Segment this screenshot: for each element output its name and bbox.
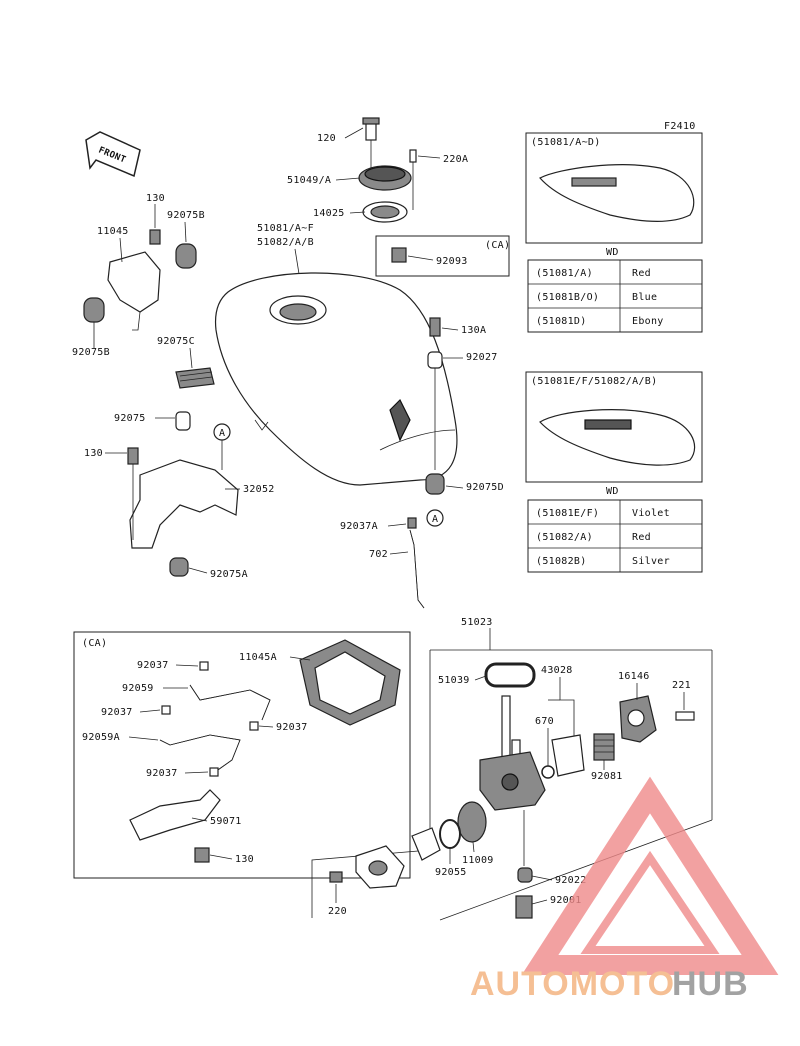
svg-text:Blue: Blue [632,292,657,303]
callout-92022: 92022 [555,875,587,886]
svg-text:WD: WD [606,486,619,497]
callout-92001: 92001 [550,895,582,906]
callout-51081AF: 51081/A~F [257,223,314,234]
callout-32052: 32052 [243,484,275,495]
callout-670: 670 [535,716,554,727]
svg-text:(51081/A~D): (51081/A~D) [531,137,601,148]
ref-a-circle-1: A [213,423,231,441]
svg-text:(51081/A): (51081/A) [536,268,593,279]
callout-51023: 51023 [461,617,493,628]
fuel-cap-assembly [358,117,510,277]
callout-92027: 92027 [466,352,498,363]
callout-11009: 11009 [462,855,494,866]
svg-text:(51082/A): (51082/A) [536,532,593,543]
callout-92055: 92055 [435,867,467,878]
ca-callout-92059A: 92059A [82,732,120,743]
fuel-cock-assembly [311,649,713,921]
svg-text:Violet: Violet [632,508,670,519]
ref-a-circle-2: A [426,509,444,527]
ca-callout-130: 130 [235,854,254,865]
callout-51082AB: 51082/A/B [257,237,314,248]
callout-92081: 92081 [591,771,623,782]
svg-text:(51081D): (51081D) [536,316,587,327]
figure-code: F2410 [664,121,696,132]
callout-92093: 92093 [436,256,468,267]
callout-CA: (CA) [485,240,510,251]
rear-mount [425,317,445,495]
callout-220A: 220A [443,154,468,165]
bracket-11045 [83,229,197,331]
svg-text:(CA): (CA) [82,638,107,649]
ca-callout-92037-1: 92037 [137,660,169,671]
ca-panel: (CA) [73,631,411,879]
callout-51039: 51039 [438,675,470,686]
callout-92075A: 92075A [210,569,248,580]
callout-702: 702 [369,549,388,560]
svg-text:(51081E/F): (51081E/F) [536,508,599,519]
watermark-text-right: HUB [672,965,749,1003]
fuel-tank [214,272,458,486]
callout-130A: 130A [461,325,486,336]
ca-callout-92037-2: 92037 [101,707,133,718]
ca-callout-92059: 92059 [122,683,154,694]
ca-callout-11045A: 11045A [239,652,277,663]
watermark-logo: AUTOMOTO HUB [470,776,779,1003]
callout-14025: 14025 [313,208,345,219]
svg-text:Silver: Silver [632,556,670,567]
color-table-1: (51081/A~D) WD (51081/A) Red (51081B/O) … [525,132,703,333]
callout-16146: 16146 [618,671,650,682]
callout-43028: 43028 [541,665,573,676]
svg-text:A: A [219,428,225,439]
svg-text:WD: WD [606,247,619,258]
callout-221: 221 [672,680,691,691]
bracket-32052 [127,411,239,577]
callout-92075B-top: 92075B [167,210,205,221]
callout-130a: 130 [146,193,165,204]
svg-text:Red: Red [632,532,651,543]
ca-callout-92037-3: 92037 [276,722,308,733]
watermark-text-left: AUTOMOTO [470,965,675,1003]
svg-text:Ebony: Ebony [632,316,664,327]
ca-callout-92037-4: 92037 [146,768,178,779]
svg-text:A: A [432,514,438,525]
svg-text:(51081B/O): (51081B/O) [536,292,599,303]
callout-120: 120 [317,133,336,144]
pad-92075C [175,367,215,389]
color-table-2: (51081E/F/51082/A/B) WD (51081E/F) Viole… [525,371,703,573]
svg-text:(51082B): (51082B) [536,556,587,567]
callout-130b: 130 [84,448,103,459]
callout-92075: 92075 [114,413,146,424]
callout-92075C: 92075C [157,336,195,347]
svg-text:(51081E/F/51082/A/B): (51081E/F/51082/A/B) [531,376,657,387]
callout-220: 220 [328,906,347,917]
callout-51049A: 51049/A [287,175,331,186]
svg-text:Red: Red [632,268,651,279]
callout-11045: 11045 [97,226,129,237]
hose-702 [407,517,425,609]
ca-callout-59071: 59071 [210,816,242,827]
callout-92075B-left: 92075B [72,347,110,358]
callout-92075D: 92075D [466,482,504,493]
callout-92037A: 92037A [340,521,378,532]
front-arrow-icon: FRONT [85,131,141,178]
